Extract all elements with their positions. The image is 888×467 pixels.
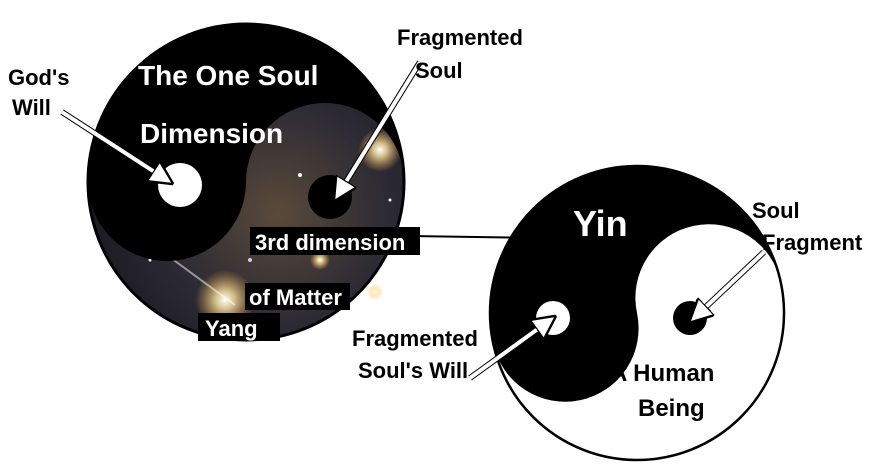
one-soul-label: Dimension [140,118,283,149]
of-matter-label: of Matter [249,285,342,310]
human-being-label: A Human [610,360,714,387]
human-yin-yang [488,164,786,462]
fragmented-soul-label: Fragmented [397,25,523,50]
soul-fragment-arrow [692,250,766,320]
soul-fragment-label: Fragment [762,230,863,255]
soul-fragment-label: Soul [752,198,800,223]
human-being-label: Being [638,395,705,422]
soul-fragment-dot [673,301,707,335]
gods-will-dot [158,163,202,207]
fragmented-soul-arrow [336,60,422,198]
third-dimension-label: 3rd dimension [255,230,405,255]
yang-label: Yang [205,316,258,341]
dimension-to-yin-arrow [409,231,547,244]
yin-label: Yin [573,203,628,244]
soul-will-label: Soul's Will [358,358,468,383]
soul-will-arrow [468,318,553,380]
labels: God's Will The One Soul Dimension Fragme… [8,25,863,422]
gods-will-label: God's [8,65,69,90]
arrows [60,60,767,381]
soul-will-label: Fragmented [352,326,478,351]
fragmented-soul-label: Soul [415,58,463,83]
gods-will-arrow [60,110,170,182]
yin-half [490,166,781,402]
gods-will-label: Will [12,95,51,120]
one-soul-label: The One Soul [138,60,318,91]
